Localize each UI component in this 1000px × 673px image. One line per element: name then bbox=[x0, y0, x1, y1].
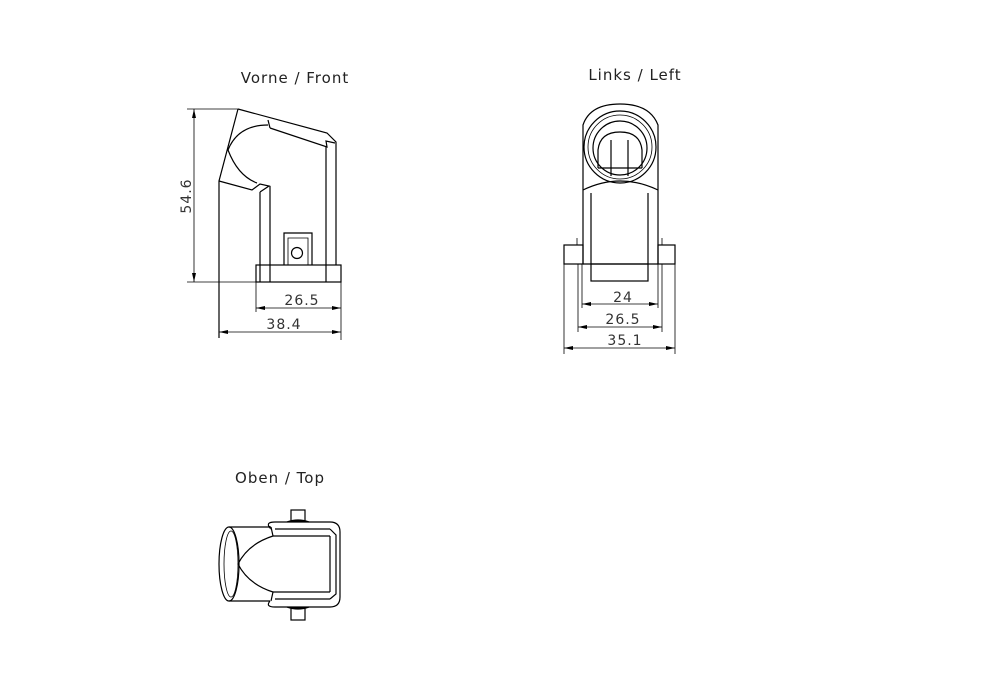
mounting-hole bbox=[290, 246, 304, 260]
front-overall-value: 38.4 bbox=[266, 317, 301, 333]
left-dimensions: 24 26.5 35.1 bbox=[563, 264, 676, 354]
front-view-outline bbox=[218, 108, 342, 338]
front-dimension-overall: 38.4 bbox=[219, 317, 341, 334]
front-dimension-height: 54.6 bbox=[179, 108, 341, 283]
front-view: Vorne / Front 54.6 bbox=[179, 69, 349, 340]
left-mid-value: 26.5 bbox=[605, 312, 640, 328]
left-view-title: Links / Left bbox=[588, 66, 681, 84]
front-view-title: Vorne / Front bbox=[241, 69, 349, 87]
left-view-outline bbox=[563, 103, 676, 282]
top-view-outline bbox=[218, 509, 341, 621]
left-inner-value: 24 bbox=[613, 290, 633, 306]
front-base-value: 26.5 bbox=[284, 293, 319, 309]
top-pin bbox=[290, 509, 306, 522]
top-view-title: Oben / Top bbox=[235, 469, 325, 487]
bottom-pin bbox=[290, 607, 306, 621]
front-height-value: 54.6 bbox=[179, 178, 195, 213]
front-dimension-base: 26.5 bbox=[255, 282, 342, 340]
top-view: Oben / Top bbox=[218, 469, 341, 621]
left-overall-value: 35.1 bbox=[607, 333, 642, 349]
left-view: Links / Left bbox=[563, 66, 681, 354]
